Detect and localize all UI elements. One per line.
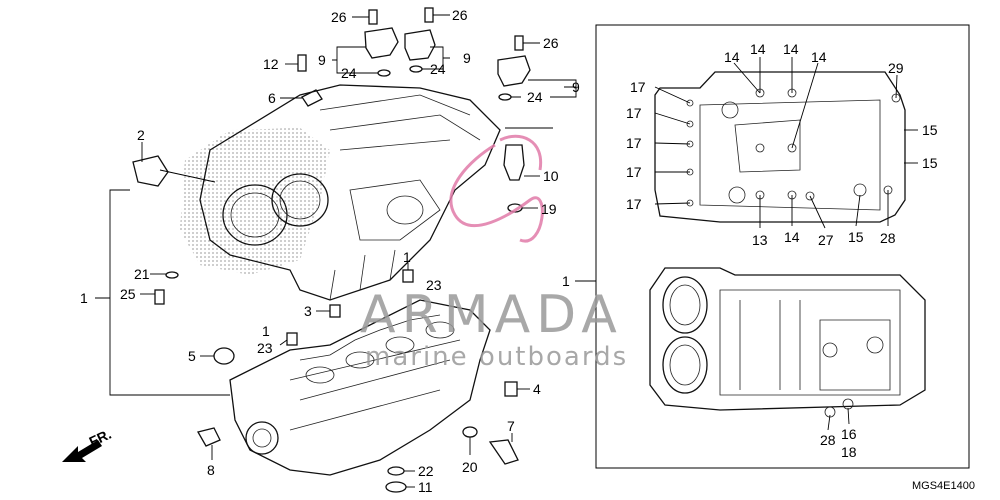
callout-7: 7	[507, 418, 515, 434]
callout-17: 17	[626, 196, 642, 212]
callout-1: 1	[262, 323, 270, 339]
callout-27: 27	[818, 232, 834, 248]
callout-14: 14	[724, 49, 740, 65]
callout-26: 26	[452, 7, 468, 23]
front-label: FR.	[87, 426, 114, 450]
front-direction-indicator: FR.	[62, 426, 114, 462]
gasket-dotted-area	[180, 128, 330, 275]
callout-6: 6	[268, 90, 276, 106]
callout-21: 21	[134, 266, 150, 282]
front-arrow-icon	[62, 440, 102, 462]
callout-10: 10	[543, 168, 559, 184]
callout-1: 1	[562, 273, 570, 289]
callout-14: 14	[750, 41, 766, 57]
diagram-code: MGS4E1400	[912, 480, 975, 492]
callout-15: 15	[922, 155, 938, 171]
callout-15: 15	[922, 122, 938, 138]
callout-8: 8	[207, 462, 215, 478]
callout-26: 26	[543, 35, 559, 51]
leader-lines	[95, 14, 918, 488]
callout-20: 20	[462, 459, 478, 475]
callout-17: 17	[630, 79, 646, 95]
callout-19: 19	[541, 201, 557, 217]
callout-28: 28	[880, 230, 896, 246]
callout-16: 16	[841, 426, 857, 442]
callout-26: 26	[331, 9, 347, 25]
callout-17: 17	[626, 164, 642, 180]
callout-numbers: 1 1 1 1 2 3 4 5 6 7 8 9 9 9 10 11 12 13 …	[80, 7, 938, 495]
callout-9: 9	[318, 52, 326, 68]
callout-17: 17	[626, 135, 642, 151]
callout-23: 23	[426, 277, 442, 293]
callout-17: 17	[626, 105, 642, 121]
callout-15: 15	[848, 229, 864, 245]
watermark-brand: ARMADA	[360, 285, 623, 345]
callout-1: 1	[403, 249, 411, 265]
callout-4: 4	[533, 381, 541, 397]
lower-crankcase	[229, 299, 491, 476]
callout-13: 13	[752, 232, 768, 248]
crankcase-bottom-view	[649, 267, 926, 418]
callout-9: 9	[572, 79, 580, 95]
callout-25: 25	[120, 286, 136, 302]
upper-crankcase	[199, 84, 501, 301]
callout-24: 24	[527, 89, 543, 105]
callout-28: 28	[820, 432, 836, 448]
watermark-subtitle: marine outboards	[365, 342, 628, 372]
callout-24: 24	[430, 61, 446, 77]
crankcase-top-view	[654, 71, 906, 223]
callout-2: 2	[137, 127, 145, 143]
callout-1: 1	[80, 290, 88, 306]
callout-14: 14	[811, 49, 827, 65]
callout-11: 11	[418, 479, 433, 495]
callout-9: 9	[463, 50, 471, 66]
callout-12: 12	[263, 56, 279, 72]
callout-14: 14	[783, 41, 799, 57]
detail-box-right	[595, 24, 970, 469]
callout-14: 14	[784, 229, 800, 245]
callout-5: 5	[188, 348, 196, 364]
callout-18: 18	[841, 444, 857, 460]
watermark-logo-swirl	[449, 134, 544, 243]
callout-3: 3	[304, 303, 312, 319]
callout-22: 22	[418, 463, 434, 479]
callout-23: 23	[257, 340, 273, 356]
callout-29: 29	[888, 60, 904, 76]
callout-24: 24	[341, 65, 357, 81]
watermark: ARMADA marine outboards	[360, 134, 628, 372]
